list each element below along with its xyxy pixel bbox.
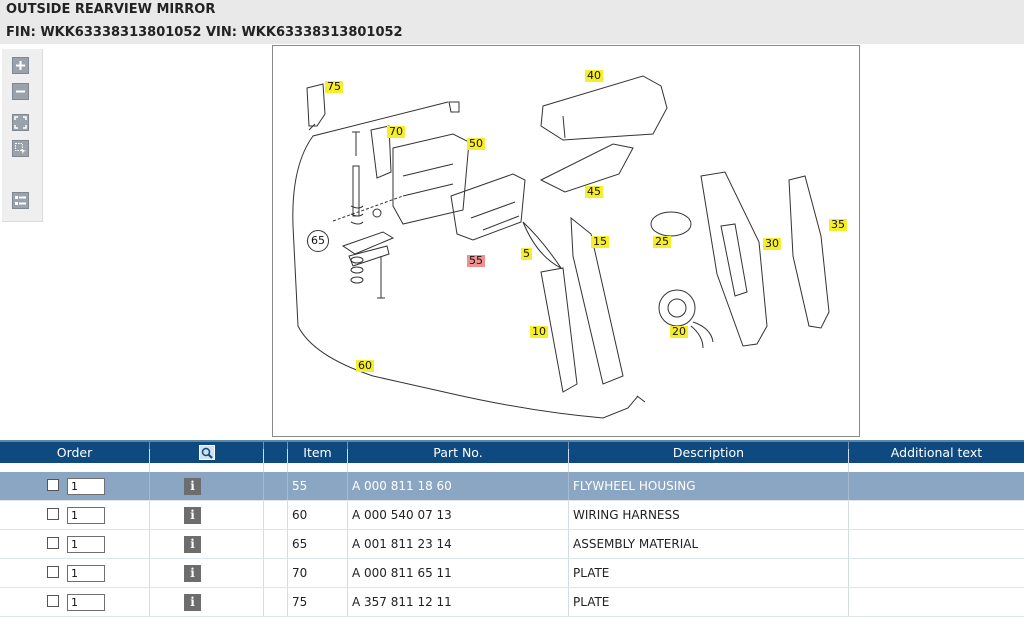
list-view-button[interactable]: [12, 192, 29, 209]
column-search[interactable]: [150, 442, 264, 463]
callout-label[interactable]: 25: [653, 235, 671, 248]
quantity-input[interactable]: [67, 478, 105, 495]
item-cell: 75: [288, 588, 348, 616]
parts-table-header: Order Item Part No. Description Addition…: [0, 440, 1024, 463]
quantity-input[interactable]: [67, 536, 105, 553]
info-cell: [150, 530, 264, 558]
info-icon[interactable]: i: [184, 478, 201, 495]
item-cell: 60: [288, 501, 348, 529]
callout-label[interactable]: 40: [585, 69, 603, 82]
fin-vin-label: FIN: WKK63338313801052 VIN: WKK633383138…: [6, 25, 403, 40]
callout-label[interactable]: 55: [467, 254, 485, 267]
callout-label[interactable]: 35: [829, 218, 847, 231]
order-checkbox[interactable]: [47, 537, 59, 549]
info-icon[interactable]: i: [184, 507, 201, 524]
callout-label[interactable]: 20: [670, 325, 688, 338]
zoom-out-button[interactable]: [12, 83, 29, 100]
mirror-exploded-drawing: [292, 75, 830, 419]
callout-label[interactable]: 75: [325, 80, 343, 93]
spacer-cell: [264, 472, 288, 500]
page-header: OUTSIDE REARVIEW MIRROR FIN: WKK63338313…: [0, 0, 1024, 44]
part-no-cell: A 000 811 65 11: [348, 559, 569, 587]
page-title: OUTSIDE REARVIEW MIRROR: [6, 2, 216, 17]
quantity-input[interactable]: [67, 594, 105, 611]
order-cell: [0, 501, 150, 529]
order-checkbox[interactable]: [47, 595, 59, 607]
order-cell: [0, 530, 150, 558]
diagram-toolbar: [2, 49, 43, 222]
spacer-cell: [264, 559, 288, 587]
spacer-cell: [264, 501, 288, 529]
callout-label[interactable]: 50: [467, 137, 485, 150]
info-icon[interactable]: i: [184, 594, 201, 611]
info-cell: [150, 588, 264, 616]
select-area-icon: [15, 143, 26, 154]
callout-label[interactable]: 5: [521, 247, 532, 260]
description-cell: FLYWHEEL HOUSING: [569, 472, 849, 500]
order-checkbox[interactable]: [47, 566, 59, 578]
order-cell: [0, 559, 150, 587]
additional-text-cell: [849, 559, 1024, 587]
spacer-cell: [264, 530, 288, 558]
description-cell: WIRING HARNESS: [569, 501, 849, 529]
quantity-input[interactable]: [67, 507, 105, 524]
additional-text-cell: [849, 472, 1024, 500]
item-cell: 55: [288, 472, 348, 500]
spacer-cell: [264, 588, 288, 616]
part-no-cell: A 001 811 23 14: [348, 530, 569, 558]
info-cell: [150, 501, 264, 529]
fit-screen-button[interactable]: [12, 114, 29, 131]
description-cell: PLATE: [569, 559, 849, 587]
order-cell: [0, 472, 150, 500]
fullscreen-icon: [14, 116, 27, 129]
item-cell: 70: [288, 559, 348, 587]
additional-text-cell: [849, 530, 1024, 558]
exploded-parts-diagram[interactable]: 75 70 50 40 45 65 55 5 15 25 30 35 10 20…: [272, 45, 860, 437]
info-cell: [150, 559, 264, 587]
order-checkbox[interactable]: [47, 479, 59, 491]
plus-icon: [16, 61, 25, 70]
part-no-cell: A 357 811 12 11: [348, 588, 569, 616]
part-no-cell: A 000 811 18 60: [348, 472, 569, 500]
info-icon[interactable]: i: [184, 565, 201, 582]
callout-label[interactable]: 45: [585, 185, 603, 198]
list-icon: [15, 196, 26, 205]
info-cell: [150, 472, 264, 500]
item-cell: 65: [288, 530, 348, 558]
callout-label[interactable]: 10: [530, 325, 548, 338]
callout-label[interactable]: 70: [387, 125, 405, 138]
select-area-button[interactable]: [12, 140, 29, 157]
search-icon[interactable]: [198, 445, 215, 460]
callout-label[interactable]: 15: [591, 235, 609, 248]
info-icon[interactable]: i: [184, 536, 201, 553]
callout-label[interactable]: 65: [307, 230, 329, 252]
additional-text-cell: [849, 588, 1024, 616]
description-cell: PLATE: [569, 588, 849, 616]
quantity-input[interactable]: [67, 565, 105, 582]
column-additional-text[interactable]: Additional text: [890, 445, 983, 460]
zoom-in-button[interactable]: [12, 57, 29, 74]
additional-text-cell: [849, 501, 1024, 529]
callout-label[interactable]: 30: [763, 237, 781, 250]
order-checkbox[interactable]: [47, 508, 59, 520]
minus-icon: [16, 90, 25, 93]
part-no-cell: A 000 540 07 13: [348, 501, 569, 529]
order-cell: [0, 588, 150, 616]
description-cell: ASSEMBLY MATERIAL: [569, 530, 849, 558]
callout-label[interactable]: 60: [356, 359, 374, 372]
